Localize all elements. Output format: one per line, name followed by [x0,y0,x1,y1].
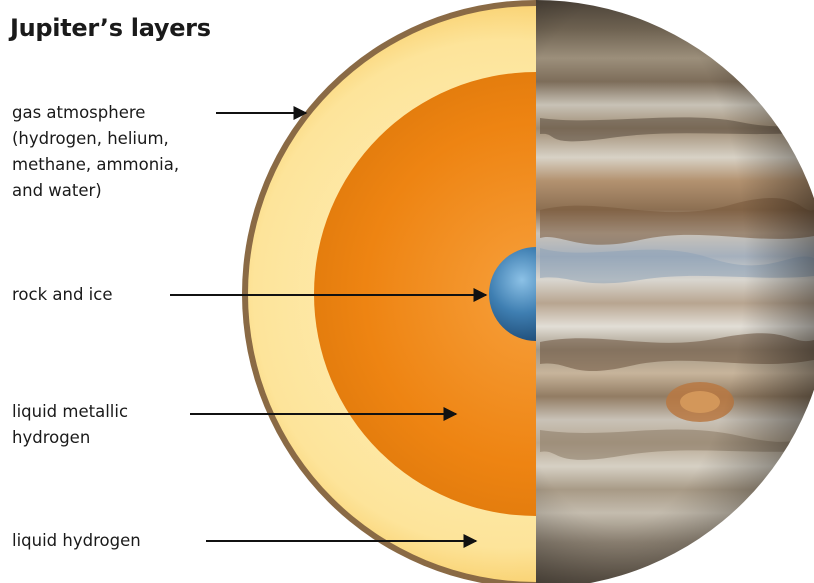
jupiter-surface-half [536,0,814,583]
diagram-title: Jupiter’s layers [10,14,211,42]
label-liquid-metallic-hydrogen: liquid metallic hydrogen [12,402,129,447]
label-gas-atmosphere: gas atmosphere (hydrogen, helium, methan… [12,103,180,200]
label-liquid-hydrogen: liquid hydrogen [12,531,141,550]
core-rock-and-ice [489,247,536,341]
label-rock-and-ice: rock and ice [12,285,113,304]
